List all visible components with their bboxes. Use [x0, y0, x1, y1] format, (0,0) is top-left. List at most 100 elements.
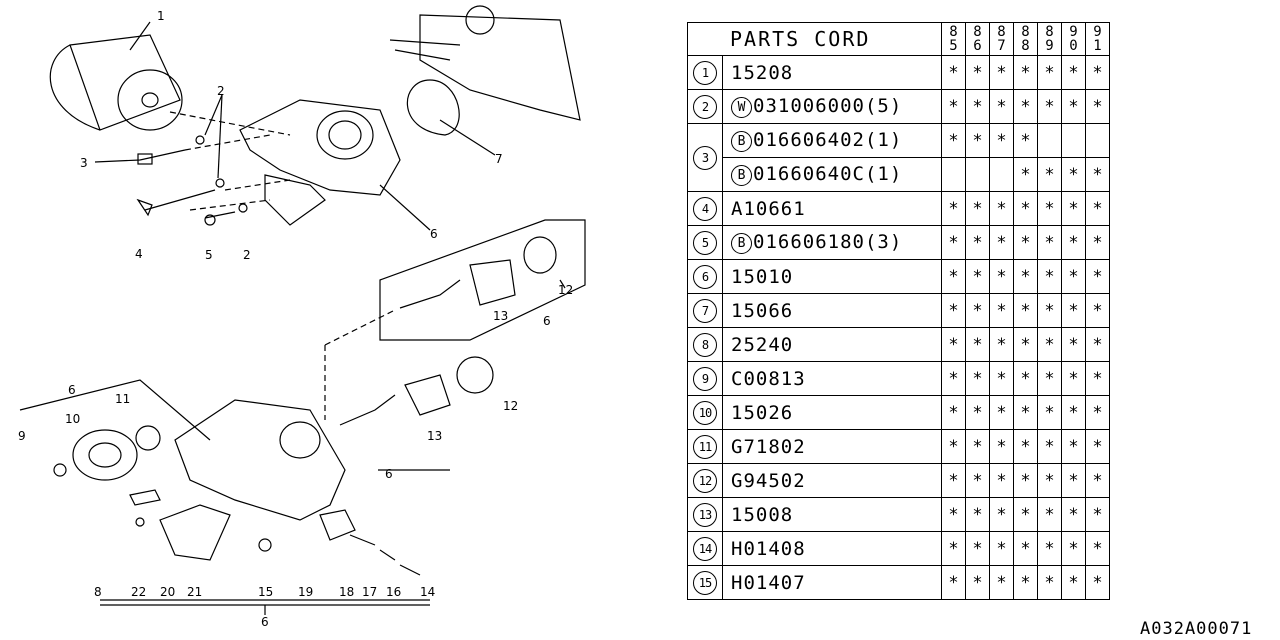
year-applicability-mark: *	[1037, 157, 1062, 192]
year-applicability-mark: *	[941, 395, 966, 430]
callout-19: 19	[298, 585, 313, 599]
year-applicability-mark: *	[941, 327, 966, 362]
year-applicability-mark: *	[989, 395, 1014, 430]
part-number: 15208	[722, 55, 942, 90]
callout-21: 21	[187, 585, 202, 599]
year-applicability-mark: *	[1037, 531, 1062, 566]
year-applicability-mark: *	[1013, 497, 1038, 532]
year-applicability-mark: *	[965, 123, 990, 158]
year-applicability-mark: *	[1037, 565, 1062, 600]
year-applicability-mark	[1061, 123, 1086, 158]
year-applicability-mark: *	[989, 123, 1014, 158]
year-applicability-mark: *	[965, 531, 990, 566]
year-applicability-mark: *	[965, 89, 990, 124]
year-applicability-mark: *	[989, 429, 1014, 464]
year-applicability-mark: *	[989, 463, 1014, 498]
year-applicability-mark: *	[1037, 191, 1062, 226]
ref-number: 11	[687, 429, 723, 464]
bracket-lines	[19, 379, 450, 615]
year-applicability-mark: *	[941, 191, 966, 226]
year-applicability-mark: *	[1037, 89, 1062, 124]
year-applicability-mark: *	[965, 225, 990, 260]
year-applicability-mark: *	[1085, 55, 1110, 90]
year-applicability-mark: *	[1037, 293, 1062, 328]
year-applicability-mark: *	[989, 225, 1014, 260]
year-applicability-mark: *	[1085, 361, 1110, 396]
ref-number: 7	[687, 293, 723, 328]
oil-pump-lower	[53, 356, 494, 576]
year-applicability-mark: *	[989, 327, 1014, 362]
year-applicability-mark	[965, 157, 990, 192]
part-number: 15066	[722, 293, 942, 328]
part-number: 15010	[722, 259, 942, 294]
exploded-parts-diagram: 1 2 3 4 5 2 6 7 12 13 6 6 10 11 9 12 13 …	[18, 5, 586, 629]
year-applicability-mark: *	[1013, 565, 1038, 600]
ref-number: 3	[687, 123, 723, 192]
callout-13: 13	[427, 429, 442, 443]
year-applicability-mark: *	[941, 123, 966, 158]
year-applicability-mark: *	[965, 463, 990, 498]
callout-6: 6	[543, 314, 551, 328]
year-applicability-mark: *	[1013, 395, 1038, 430]
callout-20: 20	[160, 585, 175, 599]
oil-filter-part	[49, 21, 183, 131]
year-applicability-mark: *	[1085, 565, 1110, 600]
part-prefix: B	[731, 131, 752, 152]
callout-6: 6	[261, 615, 269, 629]
year-applicability-mark	[1037, 123, 1062, 158]
callout-4: 4	[135, 247, 143, 261]
bolt-parts	[94, 94, 248, 226]
year-applicability-mark: *	[941, 259, 966, 294]
callout-10: 10	[65, 412, 80, 426]
year-applicability-mark: *	[965, 361, 990, 396]
year-applicability-mark: *	[1061, 361, 1086, 396]
year-applicability-mark: *	[965, 565, 990, 600]
callout-16: 16	[386, 585, 401, 599]
callout-8: 8	[94, 585, 102, 599]
year-applicability-mark: *	[1013, 531, 1038, 566]
callout-14: 14	[420, 585, 435, 599]
year-applicability-mark: *	[1061, 565, 1086, 600]
year-applicability-mark: *	[965, 259, 990, 294]
callout-6: 6	[68, 383, 76, 397]
year-applicability-mark: *	[1085, 395, 1110, 430]
year-applicability-mark: *	[1061, 497, 1086, 532]
part-number: 15026	[722, 395, 942, 430]
year-applicability-mark: *	[1061, 293, 1086, 328]
part-number: G71802	[722, 429, 942, 464]
year-applicability-mark: *	[1085, 327, 1110, 362]
year-applicability-mark: *	[941, 429, 966, 464]
year-applicability-mark: *	[965, 191, 990, 226]
year-applicability-mark: *	[1061, 191, 1086, 226]
year-applicability-mark: *	[989, 531, 1014, 566]
callout-17: 17	[362, 585, 377, 599]
part-prefix: B	[731, 233, 752, 254]
callout-12: 12	[503, 399, 518, 413]
year-applicability-mark: *	[1061, 429, 1086, 464]
callout-9: 9	[18, 429, 26, 443]
year-applicability-mark: *	[1037, 429, 1062, 464]
year-applicability-mark: *	[1013, 327, 1038, 362]
ref-number: 8	[687, 327, 723, 362]
year-applicability-mark: *	[941, 225, 966, 260]
callout-1: 1	[157, 9, 165, 23]
part-number: A10661	[722, 191, 942, 226]
ref-number: 12	[687, 463, 723, 498]
year-applicability-mark: *	[965, 497, 990, 532]
year-applicability-mark: *	[1085, 531, 1110, 566]
callout-7: 7	[495, 152, 503, 166]
